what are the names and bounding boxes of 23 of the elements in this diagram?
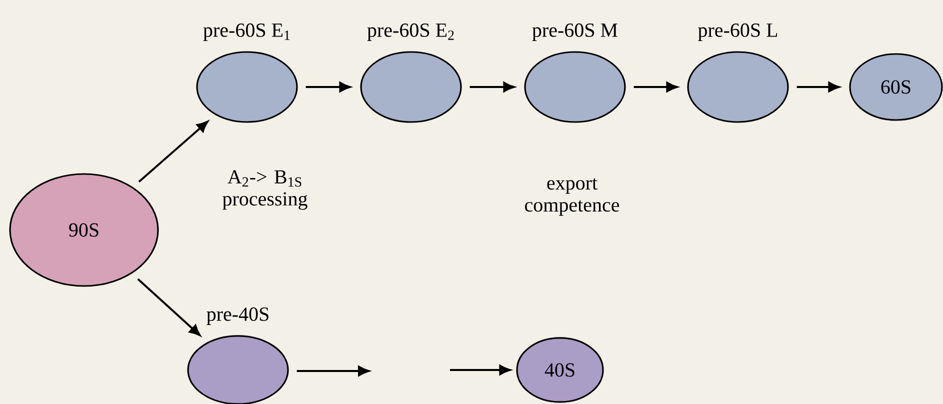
node-label: pre-60S E$_{2}$ [367, 23, 454, 41]
node-label: pre-60S L [698, 23, 778, 41]
arrow [306, 82, 351, 92]
ellipse-node: pre-60S E$_{2}$ [360, 23, 462, 123]
ellipse-node: 60S [849, 53, 943, 121]
arrow [296, 366, 370, 376]
note-text: export competence [525, 178, 620, 216]
ellipse-node: 90S [9, 173, 159, 287]
ellipse-node: pre-60S L [687, 23, 789, 123]
node-label: pre-60S E$_{1}$ [203, 23, 290, 41]
note-text: A$_{2}$-> B$_{1S}$ processing [222, 170, 308, 210]
ellipse-node: 40S [516, 337, 604, 403]
ellipse-node: pre-60S E$_{1}$ [196, 23, 298, 123]
arrow [470, 82, 515, 92]
node-label: pre-60S M [532, 23, 618, 41]
arrow [138, 120, 208, 183]
ellipse-node: pre-60S M [524, 23, 626, 123]
arrow [634, 82, 678, 92]
arrow [450, 364, 511, 376]
arrow [137, 278, 201, 336]
ellipse-node: pre-40S [187, 307, 289, 404]
arrow [796, 82, 840, 92]
node-label: pre-40S [206, 307, 268, 325]
